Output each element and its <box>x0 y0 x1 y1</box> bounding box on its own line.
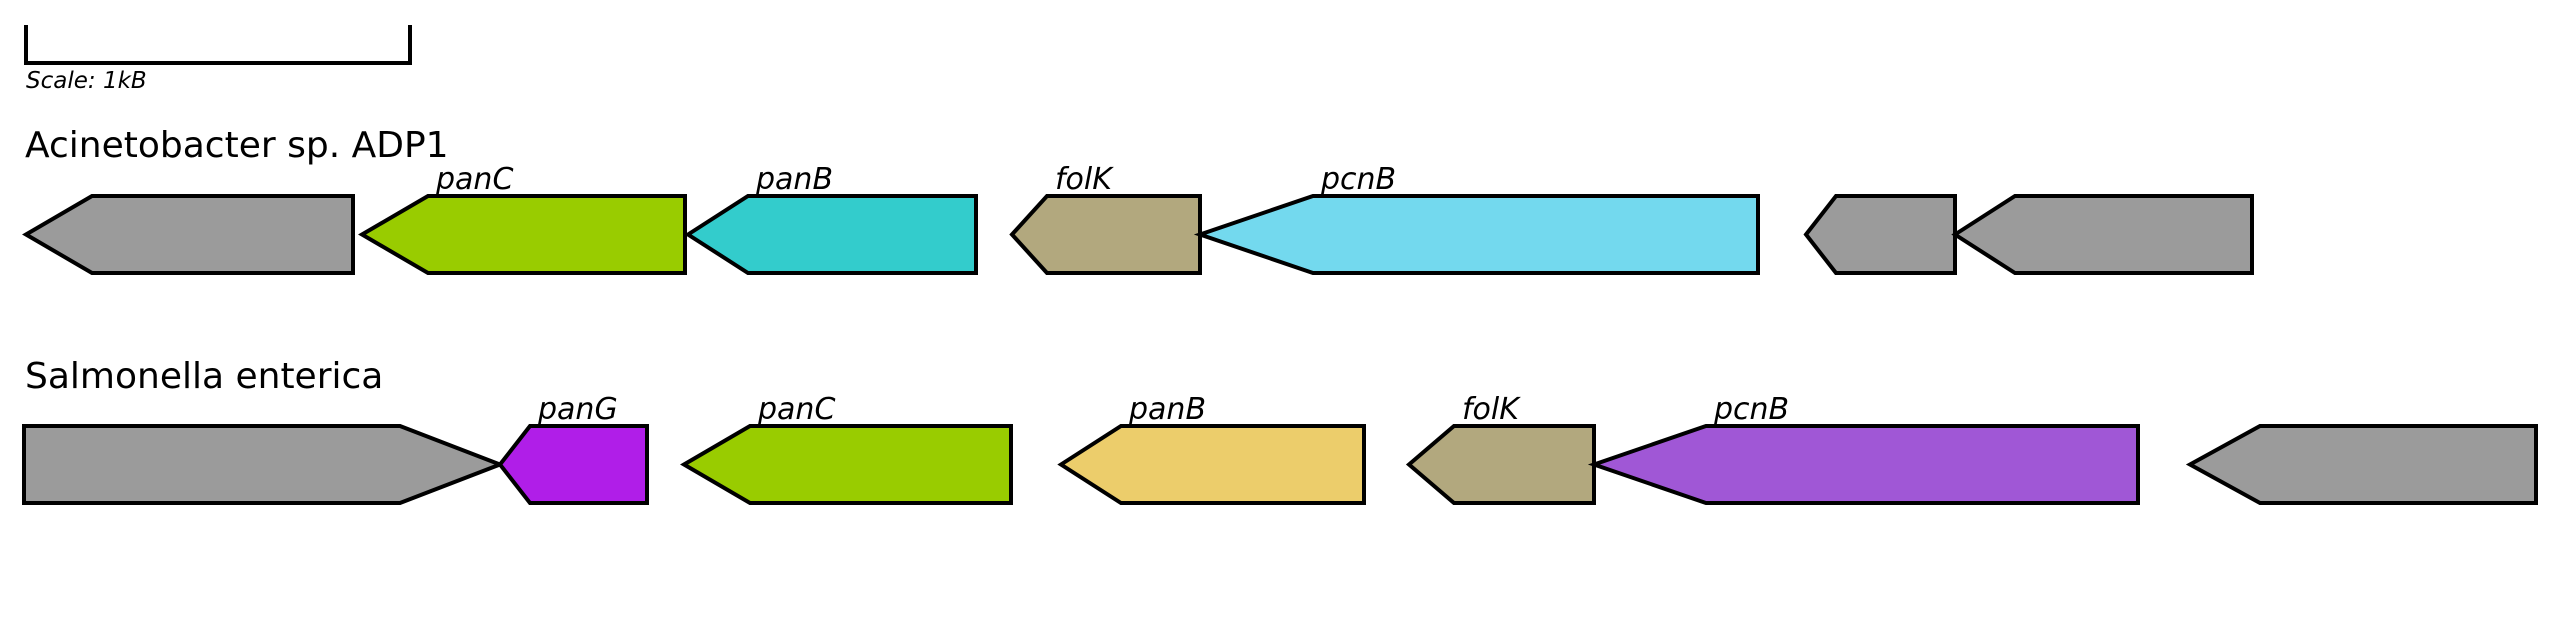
gene-track-acinetobacter: panC panB folK pcnB <box>22 162 2254 275</box>
gene-label-pcnb: pcnB <box>1713 392 1789 427</box>
gene-track-salmonella: panG panC panB folK pcnB <box>22 392 2538 505</box>
gene-label-panb: panB <box>755 162 833 197</box>
gene-arrow-folk-4 <box>1405 424 1596 505</box>
gene-label-pang: panG <box>537 392 618 427</box>
gene-arrow-folk-3 <box>1009 194 1202 275</box>
gene-label-panc: panC <box>435 162 513 197</box>
scale-bar: Scale: 1kB <box>24 25 412 94</box>
gene-arrow-unlabeled-6 <box>2185 424 2538 505</box>
gene-label-pcnb: pcnB <box>1320 162 1396 197</box>
scale-label: Scale: 1kB <box>26 68 147 94</box>
gene-label-panb: panB <box>1128 392 1206 427</box>
gene-arrow-panb-3 <box>1057 424 1366 505</box>
gene-arrow-pcnb-4 <box>1193 194 1760 275</box>
gene-arrow-unlabeled-0 <box>22 424 506 505</box>
organism-label-acinetobacter: Acinetobacter sp. ADP1 <box>25 125 449 166</box>
gene-arrow-pcnb-5 <box>1587 424 2140 505</box>
gene-arrow-panc-1 <box>358 194 687 275</box>
scale-bar-line <box>24 25 412 65</box>
gene-label-panc: panC <box>757 392 835 427</box>
gene-arrow-panb-2 <box>684 194 978 275</box>
gene-arrow-unlabeled-6 <box>1951 194 2254 275</box>
gene-arrow-panc-2 <box>680 424 1013 505</box>
gene-arrow-unlabeled-0 <box>22 194 355 275</box>
gene-label-folk: folK <box>1462 392 1521 427</box>
gene-arrow-pang-1 <box>497 424 649 505</box>
gene-label-folk: folK <box>1055 162 1114 197</box>
gene-arrow-unlabeled-5 <box>1803 194 1957 275</box>
organism-label-salmonella: Salmonella enterica <box>25 356 383 397</box>
